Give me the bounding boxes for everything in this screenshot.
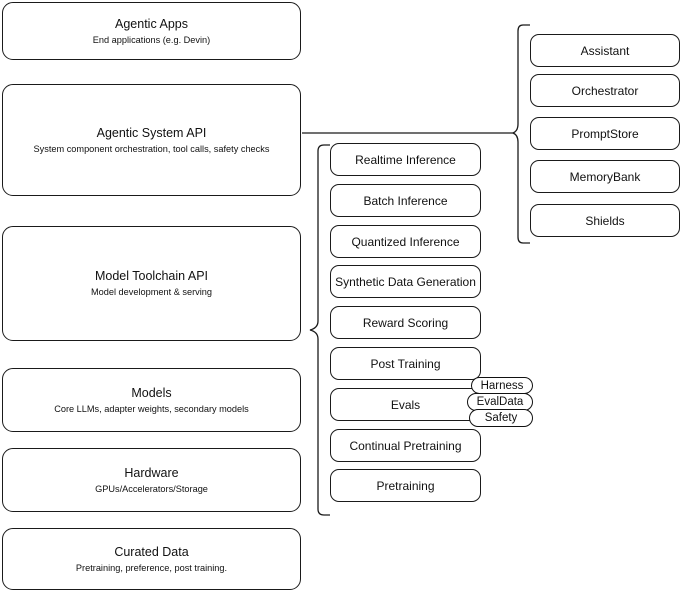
layer-title: Agentic Apps	[115, 16, 188, 31]
layer-subtitle: Model development & serving	[90, 287, 213, 297]
system-component-label: Shields	[585, 213, 625, 228]
capability-label: Reward Scoring	[362, 315, 449, 330]
layer-title: Curated Data	[114, 544, 189, 559]
layer-subtitle: Core LLMs, adapter weights, secondary mo…	[54, 403, 249, 414]
capability-label: Pretraining	[376, 478, 435, 493]
capability-label: Batch Inference	[363, 193, 448, 208]
layer-title: Agentic System API	[96, 125, 207, 140]
capability-label: Post Training	[370, 356, 441, 371]
capability-chip-reward-scoring[interactable]: Reward Scoring	[330, 306, 481, 339]
layer-box-agentic-apps[interactable]: Agentic Apps End applications (e.g. Devi…	[2, 2, 301, 60]
layer-title: Models	[131, 385, 172, 400]
system-component-chip-orchestrator[interactable]: Orchestrator	[530, 74, 680, 107]
layer-box-models[interactable]: Models Core LLMs, adapter weights, secon…	[2, 368, 301, 432]
layer-box-model-toolchain-api[interactable]: Model Toolchain API Model development & …	[2, 226, 301, 341]
evals-badge-harness[interactable]: Harness	[471, 377, 533, 394]
layer-subtitle: End applications (e.g. Devin)	[92, 34, 211, 45]
evals-badge-label: EvalData	[476, 396, 524, 408]
layer-title: Model Toolchain API	[94, 269, 209, 283]
layer-box-hardware[interactable]: Hardware GPUs/Accelerators/Storage	[2, 448, 301, 512]
capability-chip-batch-inference[interactable]: Batch Inference	[330, 184, 481, 217]
capability-chip-evals[interactable]: Evals	[330, 388, 481, 421]
system-component-label: MemoryBank	[569, 169, 641, 184]
system-component-chip-assistant[interactable]: Assistant	[530, 34, 680, 67]
layer-subtitle: GPUs/Accelerators/Storage	[95, 483, 208, 494]
layer-subtitle: System component orchestration, tool cal…	[33, 143, 270, 154]
capability-label: Synthetic Data Generation	[335, 274, 476, 289]
brace-system-components	[511, 24, 530, 244]
capability-label: Quantized Inference	[351, 234, 460, 249]
capability-chip-realtime-inference[interactable]: Realtime Inference	[330, 143, 481, 176]
capability-label: Continual Pretraining	[349, 438, 462, 453]
evals-badge-safety[interactable]: Safety	[469, 409, 533, 427]
capability-chip-post-training[interactable]: Post Training	[330, 347, 481, 380]
layer-box-curated-data[interactable]: Curated Data Pretraining, preference, po…	[2, 528, 301, 590]
capability-chip-synthetic-data-generation[interactable]: Synthetic Data Generation	[330, 265, 481, 298]
capability-chip-pretraining[interactable]: Pretraining	[330, 469, 481, 502]
layer-title: Hardware	[124, 465, 179, 480]
system-component-label: Orchestrator	[571, 83, 639, 98]
capability-chip-continual-pretraining[interactable]: Continual Pretraining	[330, 429, 481, 462]
evals-badge-label: Harness	[480, 379, 524, 392]
capability-label: Evals	[390, 397, 421, 412]
evals-badge-label: Safety	[484, 412, 518, 424]
capability-label: Realtime Inference	[355, 152, 456, 167]
system-component-chip-shields[interactable]: Shields	[530, 204, 680, 237]
brace-toolchain-capabilities	[309, 144, 330, 516]
layer-subtitle: Pretraining, preference, post training.	[75, 562, 228, 573]
system-component-chip-promptstore[interactable]: PromptStore	[530, 117, 680, 150]
layer-box-agentic-system-api[interactable]: Agentic System API System component orch…	[2, 84, 301, 196]
system-component-label: Assistant	[580, 43, 630, 58]
system-component-label: PromptStore	[571, 126, 639, 141]
capability-chip-quantized-inference[interactable]: Quantized Inference	[330, 225, 481, 258]
system-component-chip-memorybank[interactable]: MemoryBank	[530, 160, 680, 193]
